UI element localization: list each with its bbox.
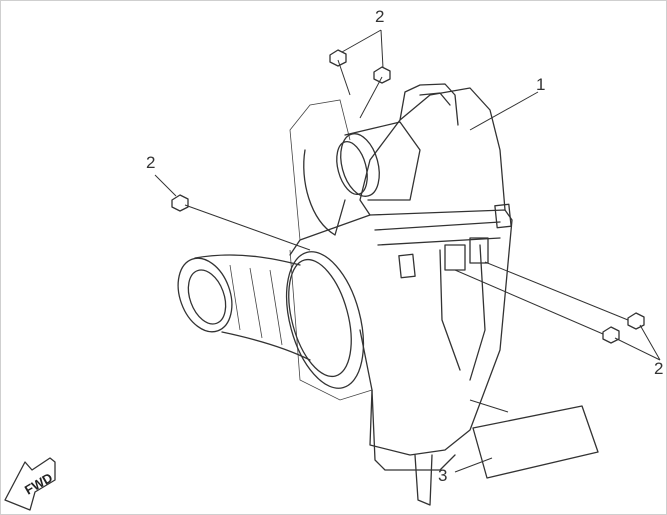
forward-direction-arrow-icon: FWD — [4, 457, 56, 511]
upper-intake-tube — [303, 121, 421, 236]
bolt-right-2 — [454, 269, 620, 344]
callout-left-bolt: 2 — [146, 153, 156, 172]
bolt-right-1 — [484, 261, 645, 330]
label-plate — [472, 405, 599, 479]
bolt-top-right — [359, 66, 391, 119]
callout-right-bolts: 2 — [654, 359, 664, 378]
bolt-top-left — [329, 49, 351, 96]
callout-label-plate: 3 — [438, 466, 448, 485]
bolts — [171, 49, 645, 344]
leader-lines — [154, 29, 661, 473]
intake-duct — [177, 251, 365, 389]
bolt-left — [171, 194, 311, 251]
airbox-housing — [289, 83, 513, 506]
fwd-label: FWD — [22, 470, 55, 498]
callout-top-bolts: 2 — [375, 7, 385, 26]
callout-airbox: 1 — [536, 75, 546, 94]
